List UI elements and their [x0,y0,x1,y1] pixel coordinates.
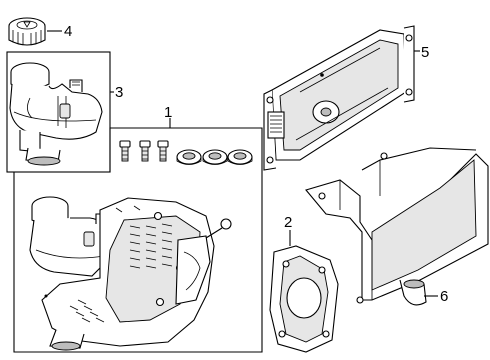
callout-5: 5 [421,44,429,61]
grommet-1 [176,149,202,165]
control-module-part[interactable] [263,25,415,171]
callout-6: 6 [440,288,448,305]
grommet-2 [202,149,228,165]
grommets[interactable] [176,149,253,165]
gasket-part[interactable] [269,245,339,353]
mounting-bracket-part[interactable] [305,147,489,306]
bolt-2 [139,140,151,162]
grommet-3 [227,149,253,165]
bolt-1 [119,140,131,162]
mounting-bolts[interactable] [119,140,169,162]
callout-4: 4 [64,23,72,40]
assembly-frame [13,127,263,353]
reservoir-part[interactable] [9,62,103,166]
callout-2: 2 [284,214,292,231]
callout-3: 3 [115,84,123,101]
callout-1: 1 [164,104,172,121]
reservoir-cap-part[interactable] [8,17,46,46]
bolt-3 [157,140,169,162]
master-cylinder-assembly[interactable] [29,196,232,351]
